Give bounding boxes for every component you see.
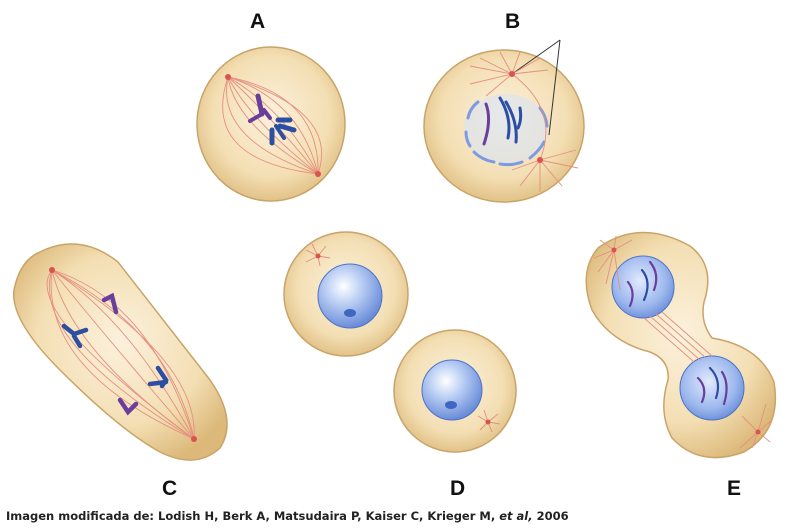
caption-italic: et al, xyxy=(499,509,533,523)
caption-suffix: 2006 xyxy=(532,509,569,523)
nucleus-e1 xyxy=(611,255,675,319)
centrosome-b-top xyxy=(509,71,515,77)
centrosome-d2 xyxy=(477,409,501,433)
panel-label-c: C xyxy=(162,477,177,500)
cell-e xyxy=(585,231,777,459)
centrosome-d1 xyxy=(305,243,331,267)
panel-label-e: E xyxy=(727,477,741,500)
pointer-lines-b xyxy=(511,39,561,136)
centrosome-b-bottom xyxy=(537,157,543,163)
caption-prefix: Imagen modificada de: Lodish H, Berk A, … xyxy=(6,509,500,523)
nucleus-d2 xyxy=(421,359,483,421)
panel-c: C xyxy=(12,243,228,500)
chromosomes-c xyxy=(61,292,169,416)
cell-a xyxy=(196,46,346,202)
spindle-fibers-e xyxy=(593,235,773,449)
spindle-fibers-b xyxy=(469,51,579,192)
panel-label-b: B xyxy=(505,10,520,33)
panel-label-d: D xyxy=(450,477,465,500)
centrosome-c-bottom xyxy=(191,436,197,442)
chromosomes-a xyxy=(248,93,297,146)
nuclear-envelope-fragments-b xyxy=(464,100,549,167)
chromosomes-e xyxy=(626,260,728,406)
centrosome-e-top xyxy=(611,247,617,253)
centrosome-a-bottom xyxy=(315,171,321,177)
figure-caption: Imagen modificada de: Lodish H, Berk A, … xyxy=(6,509,569,523)
nucleus-e2 xyxy=(679,355,745,421)
cell-c xyxy=(12,243,228,461)
nucleus-b xyxy=(464,94,548,164)
nucleolus-d2 xyxy=(445,401,457,409)
panel-e: E xyxy=(585,231,777,500)
chromosomes-b xyxy=(482,96,523,146)
panel-b: B xyxy=(423,10,585,203)
panel-d: D xyxy=(283,231,517,500)
nucleus-d1 xyxy=(317,263,383,329)
nucleolus-d1 xyxy=(344,309,356,317)
centrosome-c-top xyxy=(49,267,55,273)
spindle-fibers-a xyxy=(222,76,323,175)
panel-a: A xyxy=(196,10,346,202)
centrosome-a-top xyxy=(225,74,231,80)
panel-label-a: A xyxy=(250,10,265,33)
centrosome-e-bottom xyxy=(755,429,761,435)
